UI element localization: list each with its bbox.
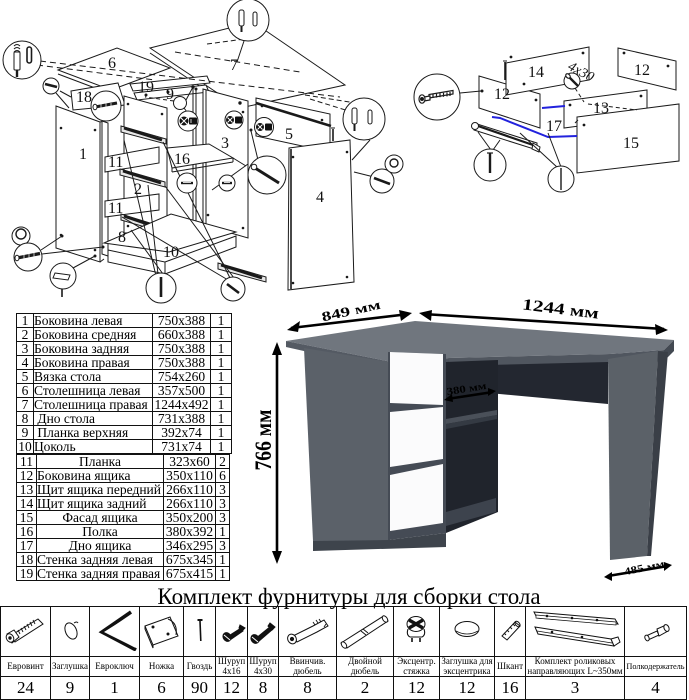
svg-text:11: 11 xyxy=(108,200,123,217)
svg-text:9: 9 xyxy=(166,86,174,103)
svg-text:18: 18 xyxy=(76,89,92,106)
svg-text:5: 5 xyxy=(285,126,293,143)
svg-text:13: 13 xyxy=(593,100,609,117)
svg-text:1: 1 xyxy=(79,146,87,163)
svg-text:19: 19 xyxy=(138,79,154,96)
svg-text:15: 15 xyxy=(623,135,639,152)
svg-text:11: 11 xyxy=(108,154,123,171)
svg-text:12: 12 xyxy=(634,62,650,79)
svg-text:485 мм: 485 мм xyxy=(623,559,665,578)
svg-text:7: 7 xyxy=(230,57,238,74)
svg-text:3: 3 xyxy=(221,135,229,152)
svg-text:4: 4 xyxy=(316,189,324,206)
svg-text:17: 17 xyxy=(546,118,562,135)
svg-text:8: 8 xyxy=(118,229,126,246)
svg-text:12: 12 xyxy=(494,86,510,103)
svg-text:766 мм: 766 мм xyxy=(251,410,276,471)
svg-text:16: 16 xyxy=(174,151,190,168)
svg-text:1244 мм: 1244 мм xyxy=(521,296,600,322)
svg-text:10: 10 xyxy=(163,244,179,261)
svg-text:6: 6 xyxy=(108,55,116,72)
svg-text:14: 14 xyxy=(528,64,544,81)
svg-text:2: 2 xyxy=(134,181,142,198)
